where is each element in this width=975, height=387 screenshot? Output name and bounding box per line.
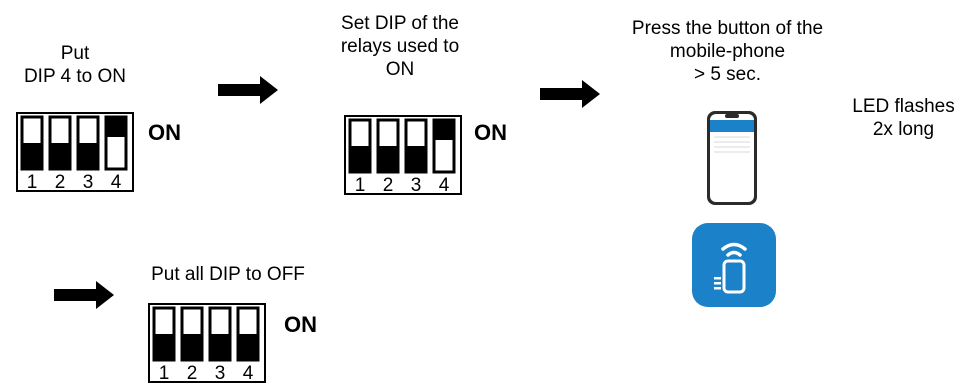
step4-caption: LED flashes 2x long xyxy=(852,96,955,140)
arrow-right-icon xyxy=(218,76,278,104)
app-icon-remote-phone[interactable] xyxy=(692,223,776,307)
dip-switch-step5: 1 2 3 4 xyxy=(148,303,266,383)
dip-number-1: 1 xyxy=(159,363,170,383)
smartphone-icon xyxy=(707,111,757,205)
dip-on-label-step2: ON xyxy=(474,120,507,145)
dip-number-3: 3 xyxy=(411,175,422,195)
step3-caption: Press the button of the mobile-phone > 5… xyxy=(631,18,824,85)
dip-switch-step2: 1 2 3 4 xyxy=(344,115,462,195)
dip-switch-step1: 1 2 3 4 xyxy=(16,112,134,192)
dip-number-3: 3 xyxy=(215,363,226,383)
dip-number-4: 4 xyxy=(439,175,450,195)
dip-number-2: 2 xyxy=(187,363,198,383)
arrow-right-icon xyxy=(540,80,600,108)
dip-number-1: 1 xyxy=(355,175,366,195)
dip-number-1: 1 xyxy=(27,172,38,192)
dip-number-4: 4 xyxy=(243,363,254,383)
step1-caption: Put DIP 4 to ON xyxy=(23,43,127,87)
dip-on-label-step1: ON xyxy=(148,120,181,145)
dip-number-2: 2 xyxy=(55,172,66,192)
dip-number-4: 4 xyxy=(111,172,122,192)
dip-number-2: 2 xyxy=(383,175,394,195)
dip-number-3: 3 xyxy=(83,172,94,192)
dip-on-label-step5: ON xyxy=(284,312,317,337)
step2-caption: Set DIP of the relays used to ON xyxy=(340,13,460,80)
arrow-right-icon xyxy=(54,281,114,309)
step5-caption: Put all DIP to OFF xyxy=(151,264,305,285)
